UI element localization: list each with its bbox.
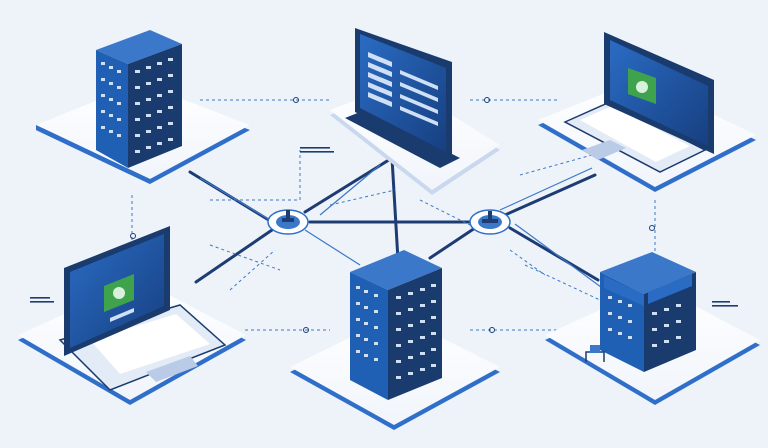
caption-scribble [300, 147, 334, 153]
link-monitor-to-hub-right [390, 156, 400, 262]
router-icon [482, 211, 498, 223]
server-top-left[interactable] [36, 30, 250, 184]
caption-label-top-center [300, 146, 340, 158]
caption-scribble [712, 301, 738, 307]
monitor-top-center[interactable] [330, 28, 500, 195]
caption-label-right [712, 300, 740, 312]
laptop-icon [563, 32, 714, 173]
laptop-icon [58, 226, 227, 391]
laptop-bottom-left[interactable] [18, 226, 246, 405]
link-markers [130, 97, 655, 333]
server-bottom-center[interactable] [290, 250, 500, 430]
link-hub-right-to-laptop-tr [503, 173, 597, 217]
connector-lines-thin [199, 164, 606, 291]
server-bottom-right[interactable] [545, 252, 760, 405]
laptop-top-right[interactable] [538, 32, 756, 192]
caption-label-left [30, 296, 56, 308]
caption-scribble [30, 297, 54, 303]
server-rack-icon [96, 30, 182, 168]
router-icon [282, 210, 294, 222]
link-hub-left-to-laptop-bl [194, 228, 274, 284]
hub-left[interactable] [267, 209, 309, 235]
lock-icon [585, 345, 605, 362]
link-hub-right-to-server-bc [428, 226, 477, 260]
hub-right[interactable] [469, 209, 511, 235]
server-rack-icon [350, 250, 442, 400]
link-hub-right-to-server-br [508, 226, 600, 282]
monitor-icon [345, 28, 460, 168]
server-rack-icon [600, 252, 696, 372]
